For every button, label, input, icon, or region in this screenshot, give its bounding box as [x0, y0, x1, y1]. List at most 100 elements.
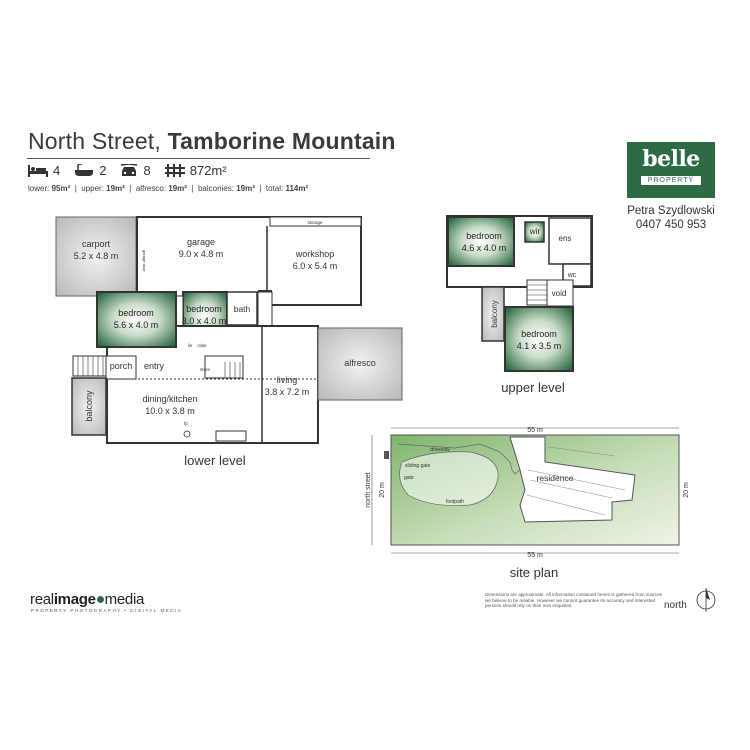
fireplace-icon [183, 430, 191, 438]
total-area: 114m² [285, 184, 309, 193]
void-label: void [552, 289, 567, 298]
total-area-label: total: [265, 184, 284, 193]
credit-subtitle: PROPERTY PHOTOGRAPHY • DIGITAL MEDIA [31, 608, 183, 613]
title-divider [27, 158, 370, 159]
lower-level-caption: lower level [184, 453, 246, 468]
gate-post [384, 451, 389, 459]
upper-area-label: upper: [81, 184, 104, 193]
north-label: north [664, 600, 687, 611]
living-dim: 3.8 x 7.2 m [265, 387, 310, 397]
residence-label: residence [537, 473, 574, 483]
robe-label: robe [197, 343, 207, 348]
bath-stat: 2 [74, 163, 106, 178]
carport-label: carport [82, 239, 111, 249]
porch-label: porch [110, 361, 133, 371]
land-stat: 872m² [164, 163, 227, 178]
upper-stair [526, 279, 548, 306]
area-summary: lower: 95m² | upper: 19m² | alfresco: 19… [28, 184, 309, 193]
linen-label: lin [188, 343, 193, 348]
site-bottom-dim: 55 m [527, 552, 543, 559]
workshop-dim: 6.0 x 5.4 m [293, 261, 338, 271]
bedroom-1-dim: 5.6 x 4.0 m [114, 320, 159, 330]
bed-icon [28, 164, 48, 177]
site-plan: 55 m 55 m 20 m 20 m north street drivewa… [365, 427, 690, 580]
bedroom-4 [504, 306, 574, 372]
lower-area: 95m² [51, 184, 71, 193]
lower-area-label: lower: [28, 184, 50, 193]
garage-door-label: garage door [142, 250, 147, 272]
balcony-lower [71, 377, 107, 436]
upper-area: 19m² [106, 184, 125, 193]
driveway-label: driveway [430, 447, 450, 453]
balconies-area-label: balconies: [197, 184, 234, 193]
credit-dot-icon [96, 596, 104, 603]
sliding-gate-label: sliding gate [405, 463, 431, 469]
garage-room [136, 216, 362, 306]
street-label: north street [365, 472, 372, 507]
bath-count: 2 [99, 163, 107, 178]
agency-logo: belle PROPERTY [627, 142, 715, 198]
site-plan-caption: site plan [510, 565, 558, 580]
property-stats: 4 2 8 872m² [28, 163, 227, 178]
dining-dim: 10.0 x 3.8 m [145, 406, 195, 416]
car-stat: 8 [120, 163, 151, 178]
kitchen-bench [215, 430, 247, 442]
credit-media: media [104, 591, 145, 608]
fence-icon [164, 164, 185, 177]
bedroom-2-label: bedroom [186, 304, 222, 314]
site-right-dim: 20 m [683, 482, 690, 498]
north-arrow-icon [696, 588, 716, 612]
bedroom-4-dim: 4.1 x 3.5 m [517, 341, 562, 351]
garage-label: garage [187, 237, 215, 247]
photographer-credit: realimage media [30, 591, 144, 608]
entry-label: entry [144, 361, 165, 371]
bath-label: bath [234, 304, 251, 314]
site-left-dim: 20 m [379, 482, 386, 498]
gate-label: gate [404, 475, 414, 481]
upper-level-plan: bedroom 4.6 x 4.0 m wir ens wc void bedr… [446, 215, 593, 395]
bedroom-2-dim: 3.0 x 4.0 m [182, 316, 227, 326]
land-size: 872m² [189, 163, 227, 178]
bed-stat: 4 [28, 163, 60, 178]
fp-label: fp [184, 421, 188, 426]
bedroom-3-dim: 4.6 x 4.0 m [462, 243, 507, 253]
agent-name: Petra Szydlowski [627, 205, 715, 217]
alfresco-label: alfresco [344, 358, 376, 368]
wir-room [524, 221, 545, 243]
alfresco-area [317, 327, 403, 401]
carport-dim: 5.2 x 4.8 m [74, 251, 119, 261]
internal-stair [204, 355, 244, 379]
agent-contact: Petra Szydlowski 0407 450 953 [620, 204, 722, 232]
footpath-label: footpath [446, 499, 464, 505]
footpath-lawn [399, 451, 499, 506]
wc-label: wc [567, 272, 577, 279]
street-name: North Street, [28, 128, 161, 154]
credit-real: real [30, 591, 54, 608]
store-label: store [200, 367, 211, 372]
storage-strip [269, 216, 362, 227]
car-count: 8 [143, 163, 151, 178]
bath-room [226, 291, 258, 326]
roof-lines [526, 446, 626, 516]
bath-icon [75, 164, 94, 176]
upper-level-caption: upper level [501, 380, 565, 395]
stair-right [258, 290, 272, 292]
wir-label: wir [529, 227, 541, 236]
car-icon [121, 163, 138, 176]
stair-upper [257, 291, 273, 327]
living-label: living [277, 375, 298, 385]
agent-phone: 0407 450 953 [635, 219, 707, 231]
logo-subtitle: PROPERTY [641, 176, 701, 185]
workshop-label: workshop [295, 249, 335, 259]
bedroom-3-label: bedroom [466, 231, 502, 241]
dining-label: dining/kitchen [142, 394, 197, 404]
residence-footprint [509, 436, 636, 523]
credit-image: image [53, 591, 96, 608]
property-title: North Street, Tamborine Mountain [28, 128, 396, 155]
bedroom-1-overlay [96, 291, 177, 348]
balcony-lower-label: balcony [84, 390, 94, 422]
ensuite-label: ens [559, 234, 572, 243]
alfresco-area-label: alfresco: [135, 184, 167, 193]
bedroom-3 [447, 216, 515, 267]
